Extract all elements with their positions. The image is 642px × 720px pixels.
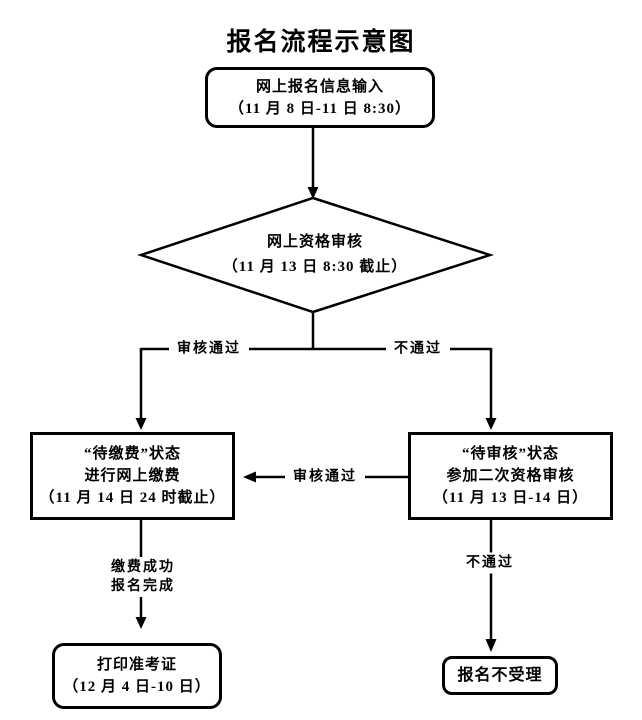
edge-label-not-approved: 不通过	[386, 338, 450, 360]
arrowhead-second-approved	[243, 471, 256, 483]
node-line: “待缴费”状态	[83, 446, 181, 462]
edge-label-second-not-approved: 不通过	[458, 552, 522, 574]
node-online-registration-input: 网上报名信息输入 （11 月 8 日-11 日 8:30）	[205, 67, 435, 128]
node-line: （11 月 14 日 24 时截止）	[39, 490, 226, 506]
edge-label-second-approved: 审核通过	[285, 466, 365, 488]
arrowhead-input-to-review	[307, 187, 319, 199]
flowchart-title: 报名流程示意图	[226, 29, 416, 56]
arrowhead-payment-success	[135, 617, 147, 629]
node-line: （12 月 4 日-10 日）	[63, 679, 211, 695]
edge-label-line: 缴费成功	[111, 560, 175, 575]
node-line: 进行网上缴费	[84, 468, 181, 484]
edge-label-approved: 审核通过	[169, 338, 249, 360]
node-line: （11 月 13 日-14 日）	[432, 490, 589, 506]
node-line: （11 月 8 日-11 日 8:30）	[228, 100, 412, 117]
node-line: 网上资格审核	[266, 234, 363, 250]
node-print-admission-ticket: 打印准考证 （12 月 4 日-10 日）	[52, 643, 222, 709]
node-line: “待审核”状态	[461, 446, 559, 462]
arrowhead-second-fail	[485, 639, 497, 652]
node-line: （11 月 13 日 8:30 截止）	[222, 259, 408, 275]
node-line: 报名不受理	[457, 666, 543, 684]
node-pending-payment: “待缴费”状态 进行网上缴费 （11 月 14 日 24 时截止）	[30, 432, 235, 520]
edge-label-line: 报名完成	[111, 579, 175, 594]
node-line: 网上报名信息输入	[255, 78, 384, 95]
node-pending-review: “待审核”状态 参加二次资格审核 （11 月 13 日-14 日）	[408, 432, 613, 520]
arrowhead-not-approved	[485, 418, 497, 430]
node-online-qualification-review: 网上资格审核 （11 月 13 日 8:30 截止）	[141, 230, 489, 280]
node-line: 打印准考证	[96, 657, 177, 673]
arrowhead-approved	[135, 418, 147, 430]
edge-label-payment-success: 缴费成功 报名完成	[103, 557, 183, 597]
node-line: 参加二次资格审核	[446, 468, 575, 484]
node-registration-not-accepted: 报名不受理	[442, 656, 558, 695]
